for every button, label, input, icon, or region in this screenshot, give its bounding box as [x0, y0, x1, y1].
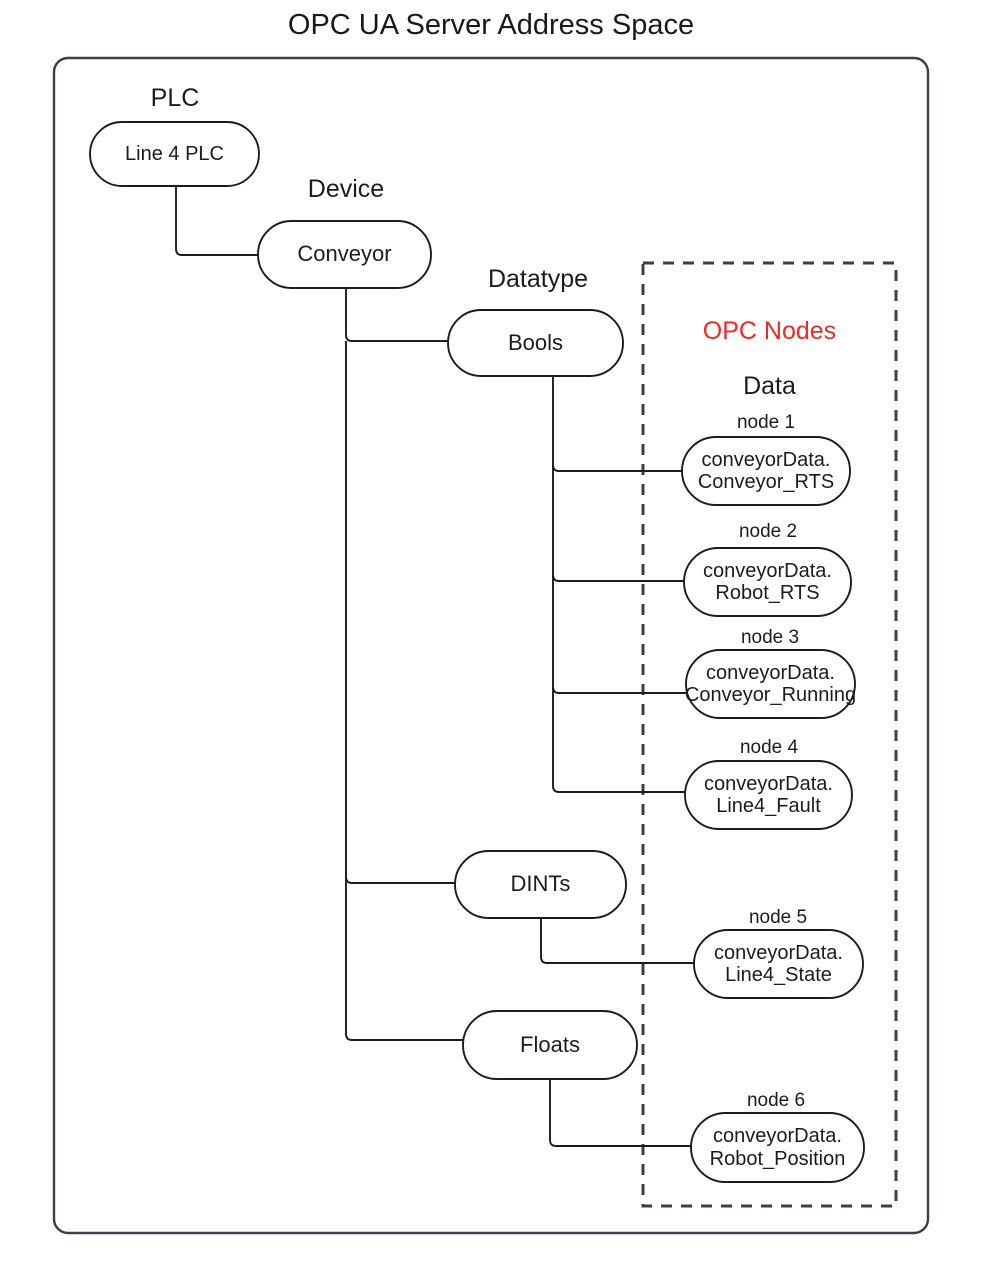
caption-plc: PLC [150, 84, 200, 112]
edge-bools-to-node3 [552, 686, 686, 694]
edge-bools-trunk [552, 376, 685, 793]
caption-node-4: node 4 [739, 737, 799, 758]
caption-device: Device [307, 175, 385, 203]
shape-datatype-floats[interactable] [462, 1010, 638, 1080]
caption-node-1: node 1 [736, 412, 796, 433]
caption-node-3: node 3 [740, 627, 800, 648]
caption-node-6: node 6 [746, 1090, 806, 1111]
caption-data: Data [743, 372, 796, 400]
shape-datatype-bools[interactable] [447, 309, 624, 377]
shape-opc-node-2[interactable] [683, 547, 852, 617]
edge-conveyor-trunk [345, 341, 463, 1041]
caption-node-2: node 2 [738, 521, 798, 542]
opc-nodes-dashed-group [641, 261, 898, 1208]
edge-floats-to-node6 [549, 1079, 691, 1147]
diagram-title: OPC UA Server Address Space [287, 9, 695, 41]
shape-plc-line4[interactable] [89, 121, 260, 187]
shape-datatype-dints[interactable] [454, 850, 627, 919]
edge-dints-to-node5 [540, 918, 694, 964]
caption-node-5: node 5 [748, 907, 808, 928]
shape-device-conveyor[interactable] [257, 220, 432, 289]
shape-opc-node-4[interactable] [684, 760, 853, 830]
edge-conveyor-to-bools [345, 289, 448, 342]
shape-opc-node-6[interactable] [690, 1112, 865, 1183]
shape-opc-node-3[interactable] [685, 649, 856, 719]
edge-bools-to-node1 [552, 464, 682, 472]
shape-opc-node-5[interactable] [693, 929, 864, 999]
caption-datatype: Datatype [487, 265, 589, 293]
shape-opc-node-1[interactable] [681, 436, 851, 506]
edge-plc-to-conveyor [175, 186, 258, 256]
caption-opc-nodes: OPC Nodes [702, 317, 837, 345]
edge-conveyor-to-dints [345, 876, 455, 884]
edge-bools-to-node2 [552, 574, 684, 582]
